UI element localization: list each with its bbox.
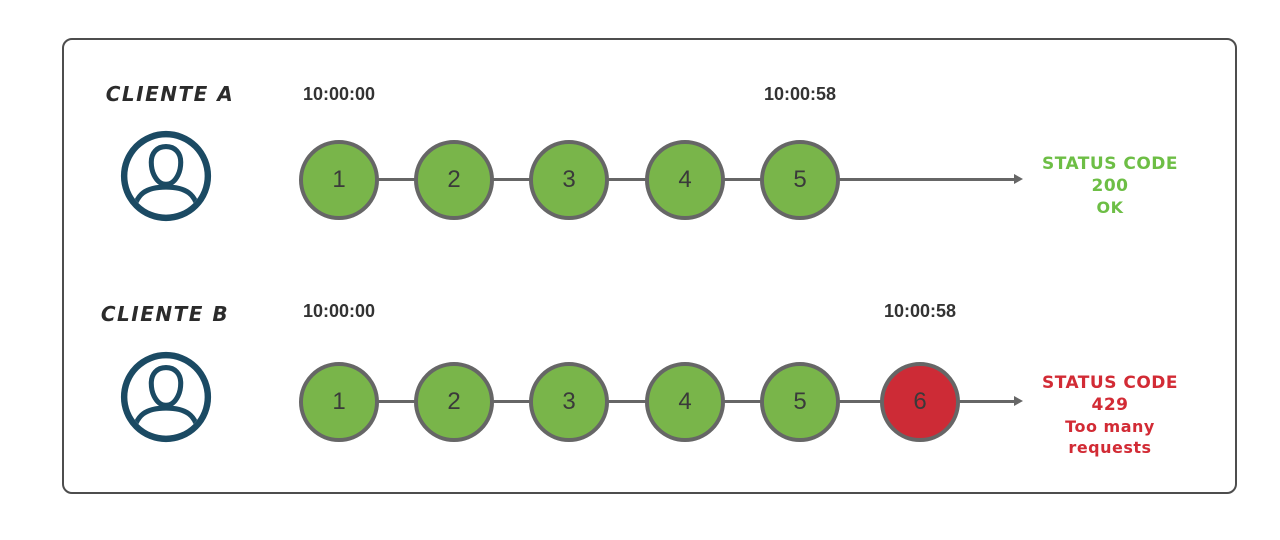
request-circle: 5 <box>760 362 840 442</box>
status-message-text: OK <box>1096 198 1124 217</box>
request-circle: 5 <box>760 140 840 220</box>
request-number: 4 <box>678 388 692 415</box>
request-number: 1 <box>332 166 346 193</box>
status-message-text: Too many requests <box>1065 417 1155 457</box>
request-number: 3 <box>562 166 576 193</box>
request-number: 5 <box>793 388 807 415</box>
request-circle: 3 <box>529 140 609 220</box>
client-b-avatar-icon <box>120 351 212 443</box>
request-number: 6 <box>913 388 927 415</box>
client-b-start-timestamp: 10:00:00 <box>302 301 376 321</box>
client-a-status: STATUS CODE 200 OK <box>1022 153 1198 218</box>
request-circle: 2 <box>414 140 494 220</box>
client-b-end-timestamp: 10:00:58 <box>883 301 957 321</box>
request-number: 5 <box>793 166 807 193</box>
request-number: 2 <box>447 388 461 415</box>
request-circle: 2 <box>414 362 494 442</box>
client-a-avatar-icon <box>120 130 212 222</box>
client-b-label: CLIENTE B <box>100 302 230 326</box>
client-a-end-timestamp: 10:00:58 <box>763 84 837 104</box>
request-circle: 4 <box>645 140 725 220</box>
client-b-timeline-arrow-icon <box>1014 396 1023 406</box>
request-circle: 1 <box>299 362 379 442</box>
request-circle: 1 <box>299 140 379 220</box>
request-circle: 4 <box>645 362 725 442</box>
request-circle: 3 <box>529 362 609 442</box>
request-number: 4 <box>678 166 692 193</box>
client-b-status: STATUS CODE 429 Too many requests <box>1022 372 1198 458</box>
request-circle-rate-limited: 6 <box>880 362 960 442</box>
request-number: 3 <box>562 388 576 415</box>
client-a-start-timestamp: 10:00:00 <box>302 84 376 104</box>
client-a-label: CLIENTE A <box>105 82 235 106</box>
client-a-timeline-arrow-icon <box>1014 174 1023 184</box>
status-code-text: STATUS CODE 429 <box>1041 373 1179 415</box>
request-number: 2 <box>447 166 461 193</box>
status-code-text: STATUS CODE 200 <box>1041 154 1179 196</box>
request-number: 1 <box>332 388 346 415</box>
